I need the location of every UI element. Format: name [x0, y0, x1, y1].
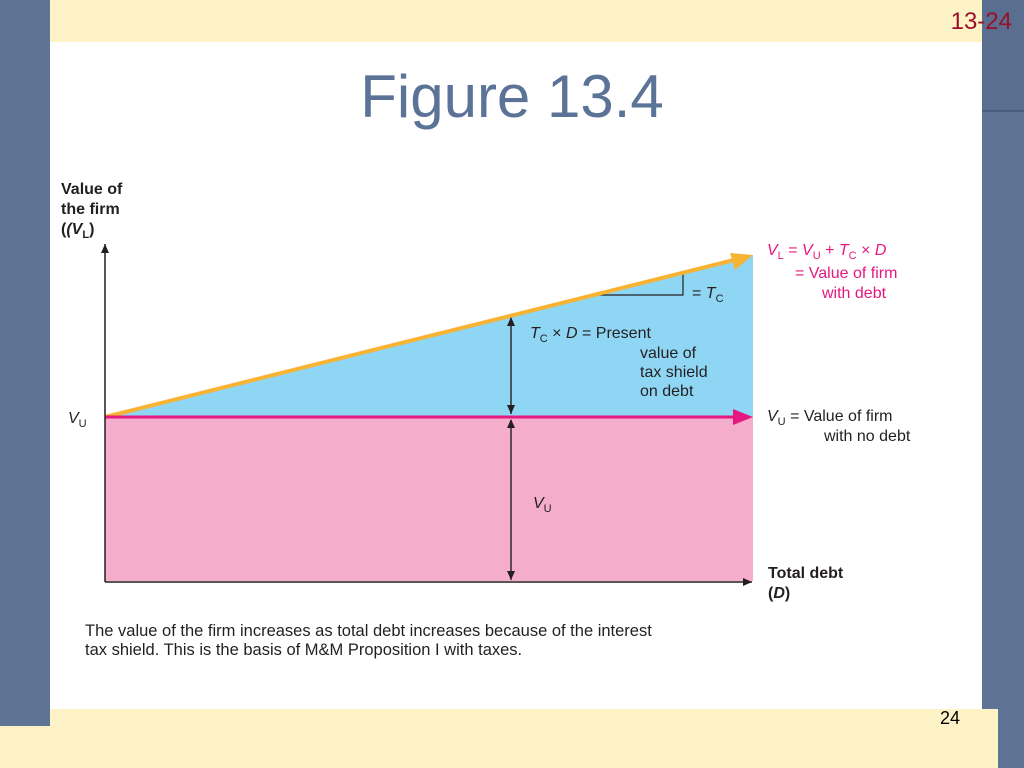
left-frame-bar	[0, 0, 50, 726]
unlevered-value-region	[105, 417, 753, 581]
y-axis-label: Value of the firm ((VL)	[61, 181, 127, 241]
page-number: 24	[940, 708, 961, 728]
x-axis-label: Total debt (D)	[768, 565, 848, 602]
figure-caption: The value of the firm increases as total…	[85, 622, 656, 659]
levered-value-arrowhead	[730, 253, 753, 270]
slide-title: Figure 13.4	[360, 63, 664, 130]
bottom-band	[50, 709, 998, 768]
unlevered-value-arrowhead	[733, 409, 753, 425]
slide-code: 13-24	[950, 8, 1012, 35]
right-frame-cap	[982, 0, 1024, 112]
slope-label: = TC	[692, 285, 724, 305]
vu-region-label: VU	[533, 495, 552, 515]
slope-indicator	[598, 273, 684, 296]
levered-value-label: VL = VU + TC × D = Value of firm with de…	[767, 242, 902, 302]
right-frame-bar	[982, 0, 1024, 709]
bottom-right-block	[998, 709, 1024, 768]
unlevered-value-label: VU = Value of firm with no debt	[767, 408, 911, 445]
top-band	[35, 0, 1024, 42]
bottom-left-band	[0, 726, 50, 768]
levered-value-line	[104, 257, 739, 419]
tax-shield-label: TC × D = Present value of tax shield on …	[530, 325, 712, 400]
vu-axis-tick-label: VU	[68, 410, 87, 430]
